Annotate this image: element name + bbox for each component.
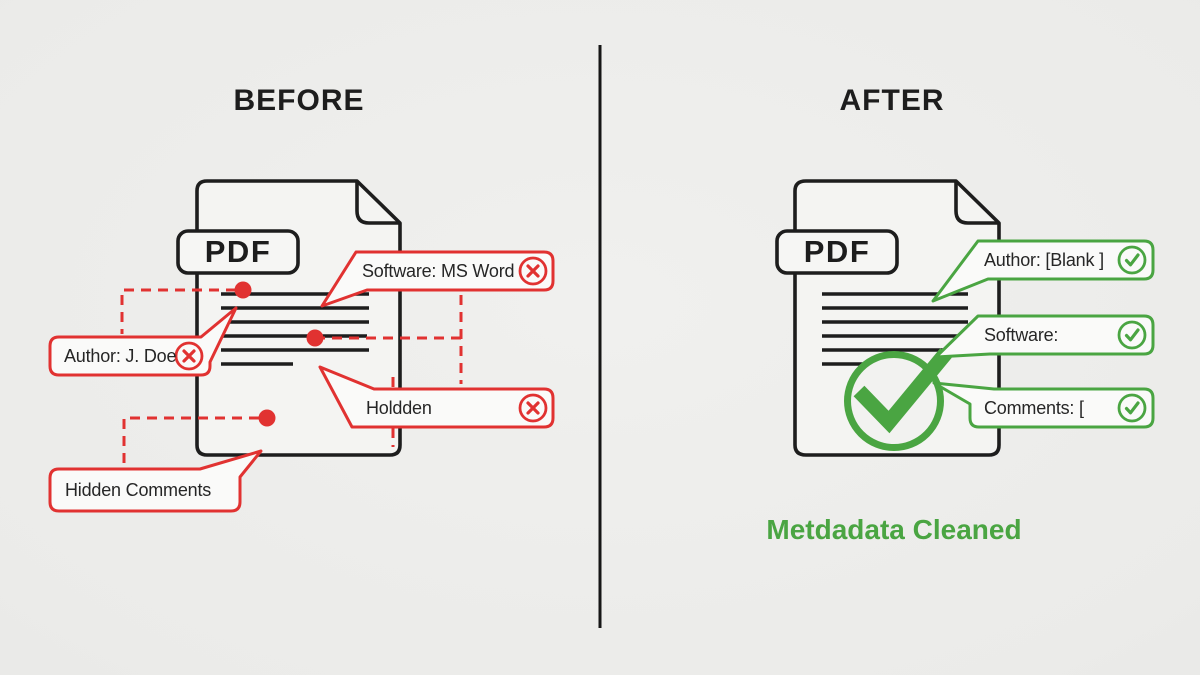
pdf-badge-label: PDF xyxy=(803,234,871,269)
software-clean-callout-label: Software: xyxy=(984,325,1059,345)
metadata-cleaned-status: Metdadata Cleaned xyxy=(766,514,1022,545)
check-circle-icon xyxy=(1117,320,1147,350)
x-circle-icon xyxy=(518,393,548,423)
holdden-callout-label: Holdden xyxy=(366,398,432,418)
before-panel xyxy=(48,179,555,513)
x-circle-icon xyxy=(518,256,548,286)
pdf-badge xyxy=(775,229,899,275)
success-checkmark-icon xyxy=(853,348,952,434)
metadata-dot xyxy=(258,409,276,427)
folded-corner-icon xyxy=(954,181,999,225)
x-circle-icon xyxy=(174,341,204,371)
author-connector-line xyxy=(120,288,236,334)
software-callout-bubble xyxy=(320,250,555,308)
pdf-badge-label: PDF xyxy=(204,234,272,269)
author-callout-bubble xyxy=(931,239,1155,303)
metadata-dot xyxy=(306,329,324,347)
author-callout-label: Author: J. Doe xyxy=(64,346,177,366)
comments-callout-bubble xyxy=(932,381,1155,429)
after-panel xyxy=(775,179,1155,457)
folded-corner-icon xyxy=(355,181,400,225)
software-callout-bubble xyxy=(934,314,1155,359)
check-circle-icon xyxy=(1117,245,1147,275)
hidden-comments-callout-label: Hidden Comments xyxy=(65,480,212,500)
comments-clean-callout-label: Comments: [ xyxy=(984,398,1084,418)
check-circle-icon xyxy=(1117,393,1147,423)
software-callout-label: Software: MS Word xyxy=(362,261,515,281)
hidden-comments-callout-bubble xyxy=(48,449,263,513)
author-clean-callout-label: Author: [Blank ] xyxy=(984,250,1104,270)
after-title: AFTER xyxy=(839,84,945,117)
holdden-callout-bubble xyxy=(318,365,555,429)
metadata-dot xyxy=(234,281,252,299)
after-callouts xyxy=(931,239,1155,429)
before-title: BEFORE xyxy=(233,84,365,117)
pdf-badge xyxy=(176,229,300,275)
